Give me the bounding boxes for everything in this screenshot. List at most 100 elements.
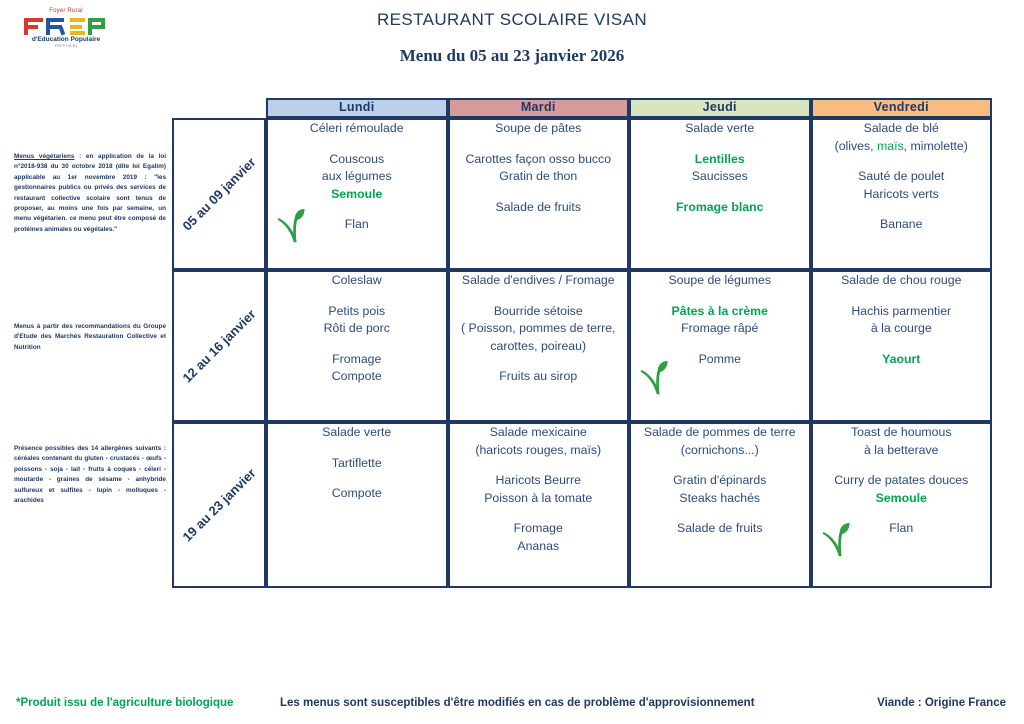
menu-item: Petits pois	[328, 303, 386, 318]
menu-item: Bourride sétoise	[493, 303, 583, 318]
menu-item: Soupe de pâtes	[495, 121, 582, 135]
course: Salade de fruits	[631, 520, 809, 538]
menu-cell-mardi[interactable]: Salade mexicaine(haricots rouges, maïs)H…	[447, 422, 629, 588]
menu-item: Salade de blé	[863, 121, 939, 135]
logo-letter-f	[24, 16, 44, 36]
course: Flan	[268, 216, 446, 234]
menu-item: Flan	[889, 521, 914, 535]
menu-item: carottes, poireau)	[490, 338, 587, 353]
course: Compote	[268, 485, 446, 503]
course: Soupe de légumes	[631, 272, 809, 290]
week-label: 19 au 23 janvier	[179, 465, 259, 545]
logo-top-text: Foyer Rural	[49, 8, 83, 14]
course: Salade mexicaine (haricots rouges, maïs)	[450, 424, 628, 459]
logo-letter-r	[46, 16, 68, 36]
menu-item: Semoule	[875, 490, 927, 505]
course: Salade de pommes de terre(cornichons...)	[631, 424, 809, 459]
note-vegetarian-label: Menus végétariens	[14, 153, 75, 160]
menu-item: aux légumes	[321, 169, 392, 183]
footer-bio-note: *Produit issu de l'agriculture biologiqu…	[16, 697, 234, 709]
day-header-lundi: Lundi	[266, 98, 448, 118]
logo-sub-text: FRFP 04-83	[54, 44, 78, 48]
course: Hachis parmentier à la courge	[813, 303, 991, 338]
course: Salade d'endives / Fromage	[450, 272, 628, 290]
menu-item: Flan	[344, 217, 369, 231]
logo-bottom-text: d'Education Populaire	[31, 36, 101, 43]
course: Fromage blanc	[631, 199, 809, 217]
course: Banane	[813, 216, 991, 234]
menu-item: Steaks hachés	[679, 490, 761, 505]
menu-item: Poisson à la tomate	[484, 490, 593, 505]
menu-item: Saucisses	[691, 169, 748, 183]
menu-item: à la courge	[870, 321, 932, 335]
note-allergens: Présence possibles des 14 allergènes sui…	[14, 445, 166, 505]
menu-item: ( Poisson, pommes de terre,	[461, 321, 616, 335]
page-footer: *Produit issu de l'agriculture biologiqu…	[0, 697, 1024, 717]
day-header-mardi: Mardi	[447, 98, 629, 118]
menu-item: Céleri rémoulade	[309, 121, 404, 135]
course: Coleslaw	[268, 272, 446, 290]
week-label-cell: 05 au 09 janvier	[172, 118, 266, 270]
course: Salade de fruits	[450, 199, 628, 217]
menu-cell-vendredi[interactable]: Salade de blé(olives, maïs, mimolette)Sa…	[810, 118, 992, 270]
week-label: 12 au 16 janvier	[179, 306, 259, 386]
menu-item: Semoule	[331, 186, 383, 201]
menu-item: Salade de chou rouge	[841, 273, 962, 287]
menu-item: Coleslaw	[331, 273, 382, 287]
menu-item: Salade verte	[322, 425, 392, 439]
menu-item: Salade de fruits	[677, 521, 763, 535]
menu-item: Banane	[880, 217, 923, 231]
menu-item: Salade mexicaine	[489, 425, 587, 439]
menu-item: Curry de patates douces	[834, 473, 969, 487]
menu-item: Fromage blanc	[676, 199, 764, 214]
menu-item: Salade de pommes de terre	[643, 425, 796, 439]
menu-item: à la betterave	[863, 442, 939, 457]
menu-item: Hachis parmentier	[851, 303, 952, 318]
course: Céleri rémoulade	[268, 120, 446, 138]
menu-item: Sauté de poulet	[858, 169, 945, 183]
menu-item: Salade verte	[685, 121, 755, 135]
menu-item: Lentilles	[694, 151, 745, 166]
menu-item: Yaourt	[882, 351, 921, 366]
menu-item: Haricots verts	[863, 186, 939, 201]
course: Yaourt	[813, 351, 991, 369]
course: Pomme	[631, 351, 809, 369]
course: Flan	[813, 520, 991, 538]
week-label: 05 au 09 janvier	[179, 154, 259, 234]
logo-letter-e	[70, 16, 86, 36]
course: Fruits au sirop	[450, 368, 628, 386]
menu-item: Compote	[331, 369, 382, 383]
menu-cell-jeudi[interactable]: Salade de pommes de terre(cornichons...)…	[629, 422, 811, 588]
menu-item: Tartiflette	[331, 455, 382, 470]
page-title: RESTAURANT SCOLAIRE VISAN	[376, 10, 648, 29]
menu-item: Gratin d'épinards	[673, 473, 767, 487]
week-label-cell: 19 au 23 janvier	[172, 422, 266, 588]
corner-spacer	[172, 98, 266, 118]
course: Tartiflette	[268, 455, 446, 473]
course: Bourride sétoise ( Poisson, pommes de ter…	[450, 303, 628, 356]
week-label-cell: 12 au 16 janvier	[172, 270, 266, 422]
course: Salade verte	[268, 424, 446, 442]
menu-item: (haricots rouges, maïs)	[475, 442, 602, 457]
day-header-vendredi: Vendredi	[810, 98, 992, 118]
